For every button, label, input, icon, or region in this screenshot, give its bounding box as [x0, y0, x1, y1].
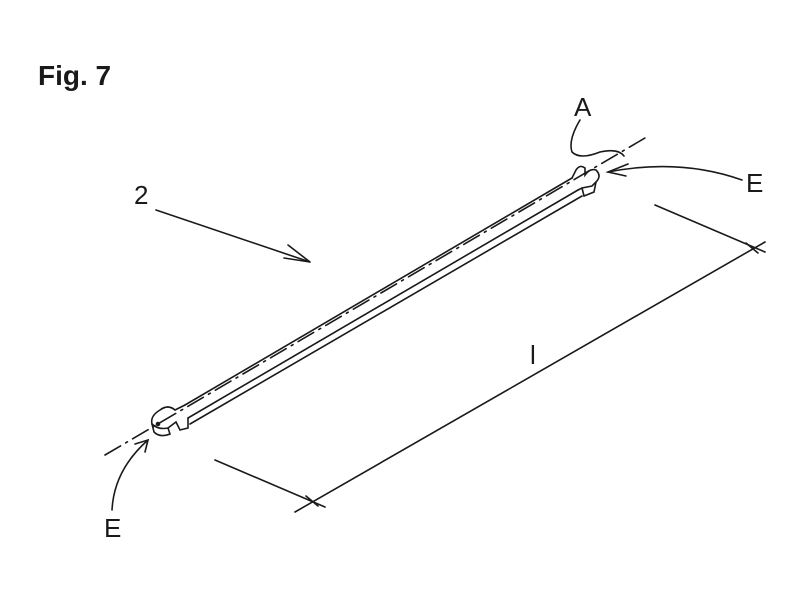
label-axis-a: A [574, 92, 592, 122]
label-length: l [530, 340, 536, 370]
leader-axis-a [570, 119, 625, 157]
dimension-length [214, 204, 766, 513]
center-axis [104, 137, 646, 456]
leader-part-2 [155, 209, 311, 263]
label-end-right: E [746, 168, 764, 198]
bar [150, 165, 600, 437]
label-end-left: E [104, 513, 122, 543]
leader-end-right [605, 163, 743, 181]
figure-title: Fig. 7 [38, 60, 112, 91]
label-part-2: 2 [134, 180, 149, 210]
leader-end-left [111, 438, 150, 511]
